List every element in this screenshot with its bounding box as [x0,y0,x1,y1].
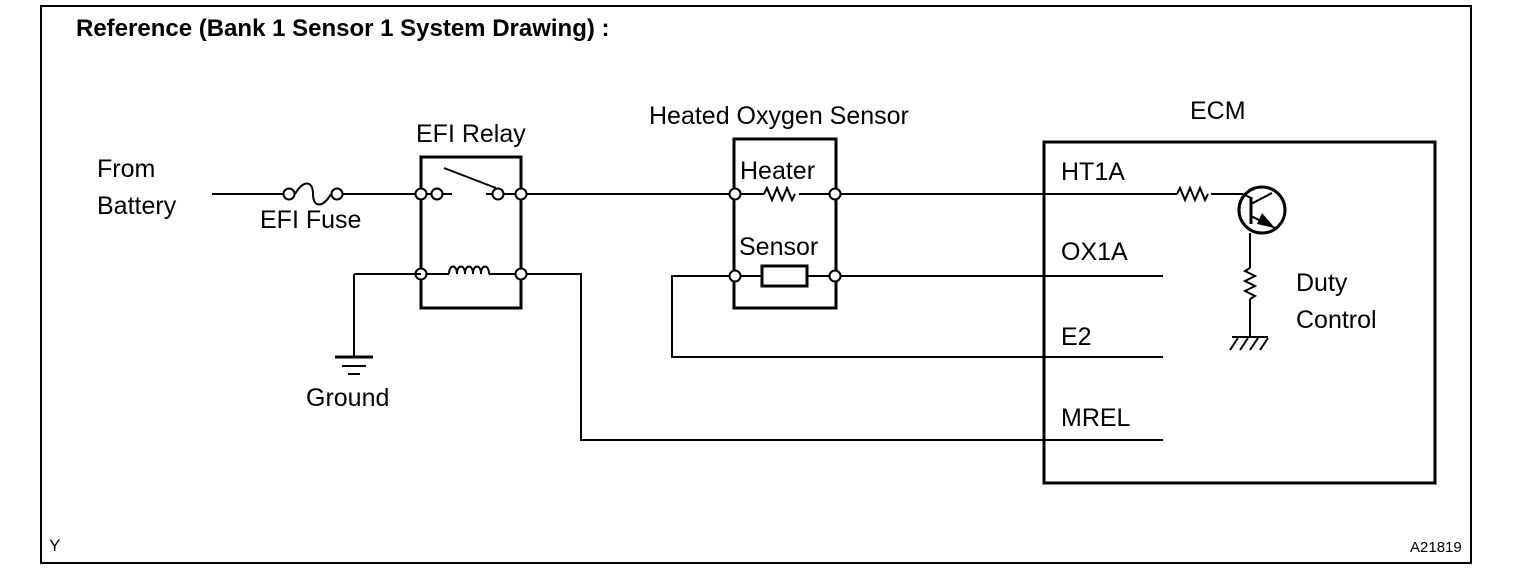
sensor-element [728,264,842,288]
ecm-terminal-ht1a: HT1A [1061,158,1125,186]
ecm-driver-transistor [1237,185,1287,268]
ecm-box [1042,140,1437,485]
efi-relay-coil [414,265,528,281]
heated-oxygen-sensor-box [732,137,838,310]
efi-relay-label: EFI Relay [416,120,526,148]
heated-oxygen-sensor-label: Heated Oxygen Sensor [649,102,909,130]
ecm-terminal-e2: E2 [1061,323,1092,351]
heater-label: Heater [740,157,815,185]
ecm-base-resistor [1163,185,1243,203]
efi-relay-box [419,155,523,310]
footer-left-code: Y [49,536,60,555]
duty-control-label-line2: Control [1296,306,1377,334]
duty-control-label-line1: Duty [1296,269,1348,297]
ecm-pulldown-resistor [1242,267,1258,336]
figure-id: A21819 [1410,539,1462,556]
efi-fuse-symbol [282,182,344,206]
ground-label: Ground [306,384,389,412]
ecm-chassis-ground-icon [1229,336,1269,351]
mrel-wire [527,273,1163,441]
from-battery-label-line2: Battery [97,192,177,220]
sensor-label: Sensor [739,233,818,261]
efi-relay-switch [414,167,528,201]
diagram-frame [40,5,1472,564]
ground-symbol [335,273,421,375]
from-battery-label-line1: From [97,155,155,183]
ecm-label: ECM [1190,97,1246,125]
efi-fuse-label: EFI Fuse [260,206,361,234]
sensor-to-e2-wire [671,275,1163,358]
ecm-terminal-mrel: MREL [1061,404,1131,432]
heater-resistor [728,185,842,203]
ecm-terminal-ox1a: OX1A [1061,238,1128,266]
diagram-title: Reference (Bank 1 Sensor 1 System Drawin… [76,15,610,42]
